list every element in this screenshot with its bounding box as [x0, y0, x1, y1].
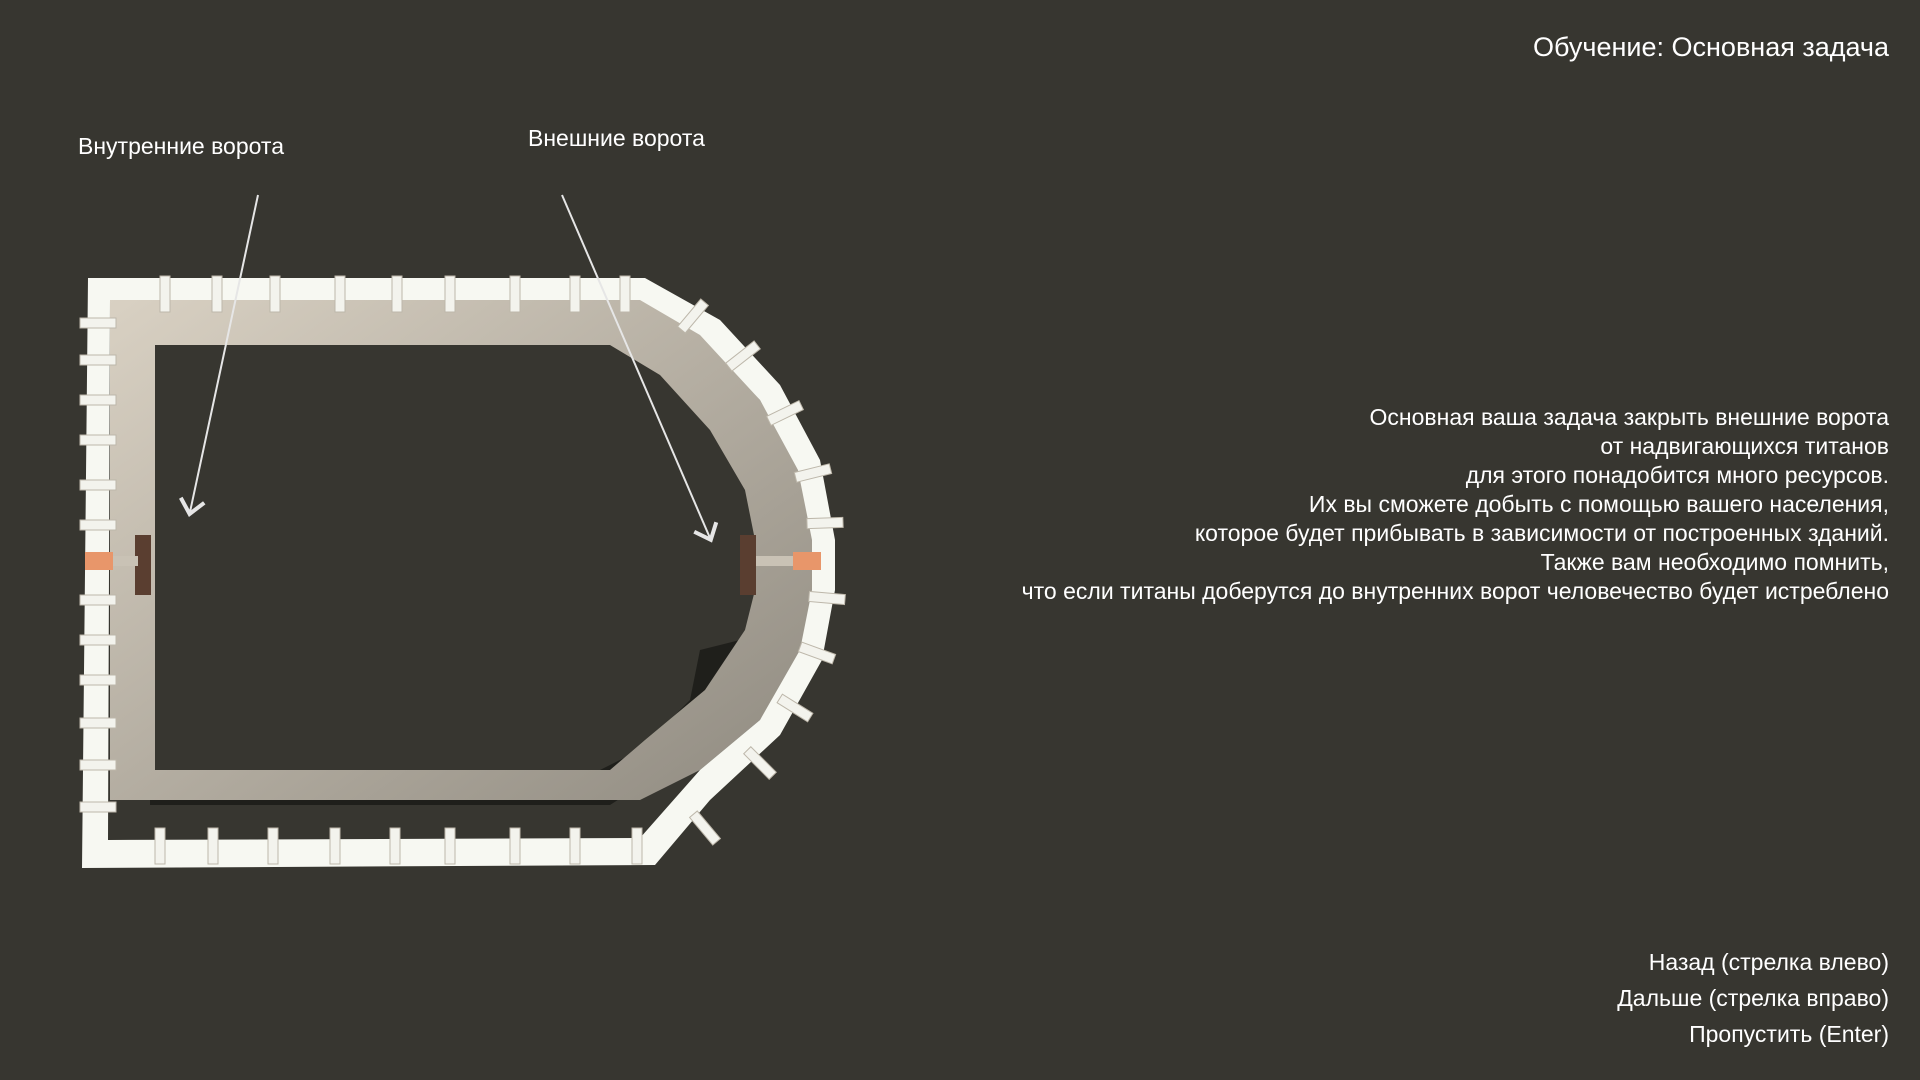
tutorial-title: Обучение: Основная задача [1533, 32, 1889, 62]
wall-inner-face [110, 298, 815, 800]
outer-gate-label: Внешние ворота [528, 125, 705, 151]
inner-gate-arrow [179, 194, 259, 517]
task-line: от надвигающихся титанов [1600, 433, 1889, 459]
task-line: Также вам необходимо помнить, [1540, 549, 1889, 575]
tutorial-navigation: Назад (стрелка влево) Дальше (стрелка вп… [1617, 947, 1889, 1055]
skip-button[interactable]: Пропустить (Enter) [1689, 1021, 1889, 1047]
wall-buttresses [79, 275, 846, 865]
back-button[interactable]: Назад (стрелка влево) [1648, 949, 1889, 975]
task-description: Основная ваша задача закрыть внешние вор… [1022, 403, 1889, 606]
task-line: для этого понадобится много ресурсов. [1465, 462, 1889, 488]
task-line: Их вы сможете добыть с помощью вашего на… [1308, 491, 1889, 517]
outer-gate [740, 535, 821, 595]
task-line: которое будет прибывать в зависимости от… [1194, 520, 1889, 546]
inner-gate [85, 535, 151, 595]
outer-gate-arrow [561, 194, 719, 543]
task-line: Основная ваша задача закрыть внешние вор… [1369, 404, 1889, 430]
task-line: что если титаны доберутся до внутренних … [1021, 578, 1889, 604]
next-button[interactable]: Дальше (стрелка вправо) [1617, 985, 1889, 1011]
inner-gate-label: Внутренние ворота [78, 133, 284, 159]
